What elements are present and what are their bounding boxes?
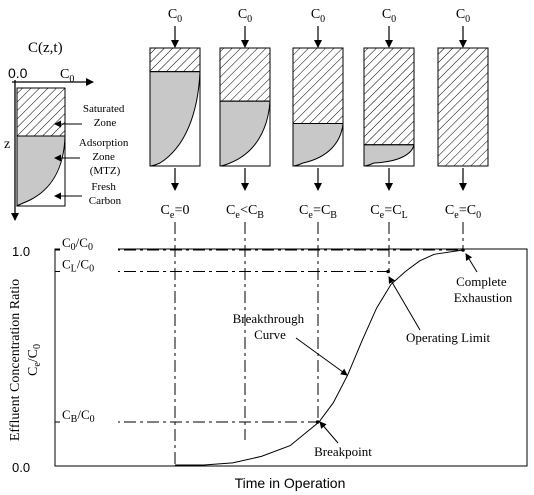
column-outline	[292, 47, 344, 167]
column-mtz-shading	[292, 123, 344, 167]
column-5: C0 Ce =C0	[437, 7, 489, 221]
column-outlet-label: Ce =C0	[445, 203, 481, 221]
point-exhaustion	[461, 248, 465, 252]
zone-label-fresh: Fresh Carbon	[89, 181, 122, 207]
profile-z-label: z	[4, 137, 10, 152]
column-mtz-shading	[363, 144, 415, 167]
column-mtz-shading	[149, 71, 201, 167]
breakthrough-chart: 1.0 0.0 Effluent Concentration Ratio Ce/…	[8, 222, 528, 491]
label-complete-exhaustion: Complete Exhaustion	[454, 274, 513, 305]
column-saturated-zone	[364, 48, 414, 145]
profile-saturated-zone	[16, 87, 66, 137]
profile-title: C(z,t)	[28, 40, 63, 56]
breakthrough-curve	[175, 249, 464, 466]
y-tick-top: 1.0	[12, 244, 30, 259]
column-outline	[437, 47, 489, 167]
ref-label-cb: CB/C0	[62, 407, 95, 425]
column-saturated-zone	[150, 48, 200, 72]
x-axis-title: Time in Operation	[235, 475, 346, 491]
ref-label-bg	[60, 406, 118, 425]
column-series: C0 Ce =0 C0 Ce <CB C0 Ce =CB C0 Ce =CL C0 Ce =…	[149, 7, 489, 221]
column-inlet-label: C0	[382, 7, 396, 25]
arrow-complete-exhaustion	[465, 253, 478, 273]
ref-label-c0: C0/C0	[62, 235, 93, 253]
column-outlet-label: Ce =CL	[370, 203, 407, 221]
column-2: C0 Ce <CB	[219, 7, 271, 221]
column-inlet-label: C0	[456, 7, 470, 25]
ref-label-bg	[60, 255, 118, 275]
arrow-breakpoint	[319, 421, 339, 444]
point-operating-limit	[386, 269, 390, 274]
column-inlet-label: C0	[168, 7, 182, 25]
column-inlet-label: C0	[311, 7, 325, 25]
column-outlet-label: Ce <CB	[226, 203, 264, 221]
column-outline	[219, 47, 271, 167]
column-1: C0 Ce =0	[149, 7, 201, 221]
zone-label-saturated: Saturated Zone	[83, 103, 127, 129]
zone-label-adsorption: Adsorption Zone (MTZ)	[79, 137, 131, 177]
label-breakpoint: Breakpoint	[314, 444, 372, 459]
column-mtz-shading	[219, 100, 271, 167]
column-saturated-zone	[438, 48, 488, 166]
label-operating-limit: Operating Limit	[406, 330, 491, 345]
column-outline	[149, 47, 201, 167]
profile-scale-start: 0.0	[8, 65, 28, 81]
y-axis-title: Effluent Concentration Ratio	[8, 279, 23, 441]
chart-frame	[54, 248, 528, 467]
column-outlet-label: Ce =CB	[299, 203, 337, 221]
column-4: C0 Ce =CL	[363, 7, 415, 221]
column-outlet-label: Ce =0	[161, 203, 190, 221]
column-saturated-zone	[293, 48, 343, 124]
y-tick-bottom: 0.0	[12, 460, 30, 475]
ref-label-cl: CL/C0	[62, 257, 94, 275]
column-outline	[363, 47, 415, 167]
arrow-operating-limit	[388, 276, 421, 331]
arrow-breakthrough-curve	[295, 337, 348, 376]
concentration-profile: C(z,t) 0.0 C0 z Saturated Zone Adsorptio…	[4, 40, 131, 221]
y-axis-ratio: Ce/C0	[26, 344, 43, 376]
column-3: C0 Ce =CB	[292, 7, 344, 221]
profile-scale-end: C0	[60, 67, 74, 85]
column-saturated-zone	[220, 48, 270, 102]
profile-mtz-shading	[16, 135, 66, 207]
point-breakpoint	[315, 420, 320, 424]
ref-label-bg	[60, 234, 118, 253]
column-inlet-label: C0	[238, 7, 252, 25]
label-breakthrough-curve: Breakthrough Curve	[233, 311, 308, 342]
column-drop-lines	[174, 222, 464, 465]
